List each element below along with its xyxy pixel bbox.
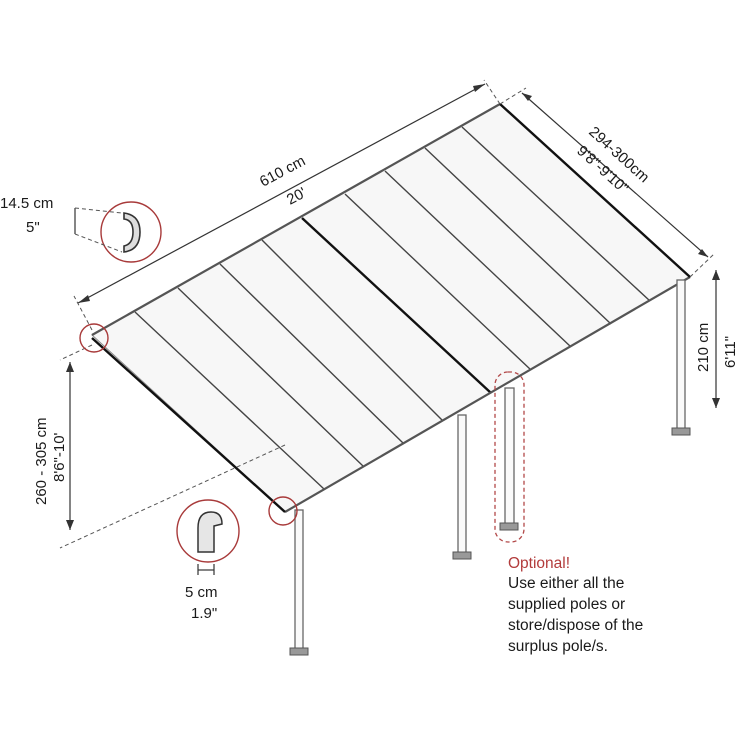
pole-width-cm-label: 5 cm xyxy=(185,584,218,601)
profile-detail: 14.5 cm 5" xyxy=(0,195,162,263)
front-height-cm-label: 210 cm xyxy=(695,323,712,372)
profile-height-in-label: 5" xyxy=(26,219,40,236)
pole-detail: 5 cm 1.9" xyxy=(176,499,240,622)
optional-note-line-3: store/dispose of the xyxy=(508,617,643,634)
rear-height-cm-label: 260 - 305 cm xyxy=(33,417,50,505)
roof-ribs xyxy=(134,126,651,490)
corner-callout-rear xyxy=(79,323,109,353)
pole-optional xyxy=(504,387,515,527)
front-height-ft-label: 6'11" xyxy=(722,336,736,368)
optional-note-title: Optional! xyxy=(508,555,570,572)
pole-center xyxy=(457,414,467,556)
roof xyxy=(91,103,691,513)
right-rafter xyxy=(499,103,691,278)
front-height-dimension: 210 cm 6'11" xyxy=(695,270,736,408)
profile-height-cm-label: 14.5 cm xyxy=(0,195,53,212)
optional-note: Optional! Use either all the supplied po… xyxy=(508,555,643,655)
optional-note-line-2: supplied poles or xyxy=(508,596,625,613)
corner-callout-front xyxy=(268,496,298,526)
left-rafter xyxy=(91,337,286,513)
optional-note-line-1: Use either all the xyxy=(508,575,624,592)
rear-height-dimension: 260 - 305 cm 8'6"-10' xyxy=(33,344,286,549)
optional-note-line-4: surplus pole/s. xyxy=(508,638,608,655)
length-ft-label: 20' xyxy=(284,184,309,208)
pole-front-right xyxy=(676,279,686,431)
front-beam xyxy=(284,276,691,513)
rear-height-ft-label: 8'6"-10' xyxy=(51,432,68,482)
rear-beam xyxy=(91,103,501,336)
optional-pole-callout xyxy=(494,371,525,543)
pole-front-left xyxy=(294,509,304,651)
pole-width-in-label: 1.9" xyxy=(191,605,217,622)
poles xyxy=(289,279,691,656)
